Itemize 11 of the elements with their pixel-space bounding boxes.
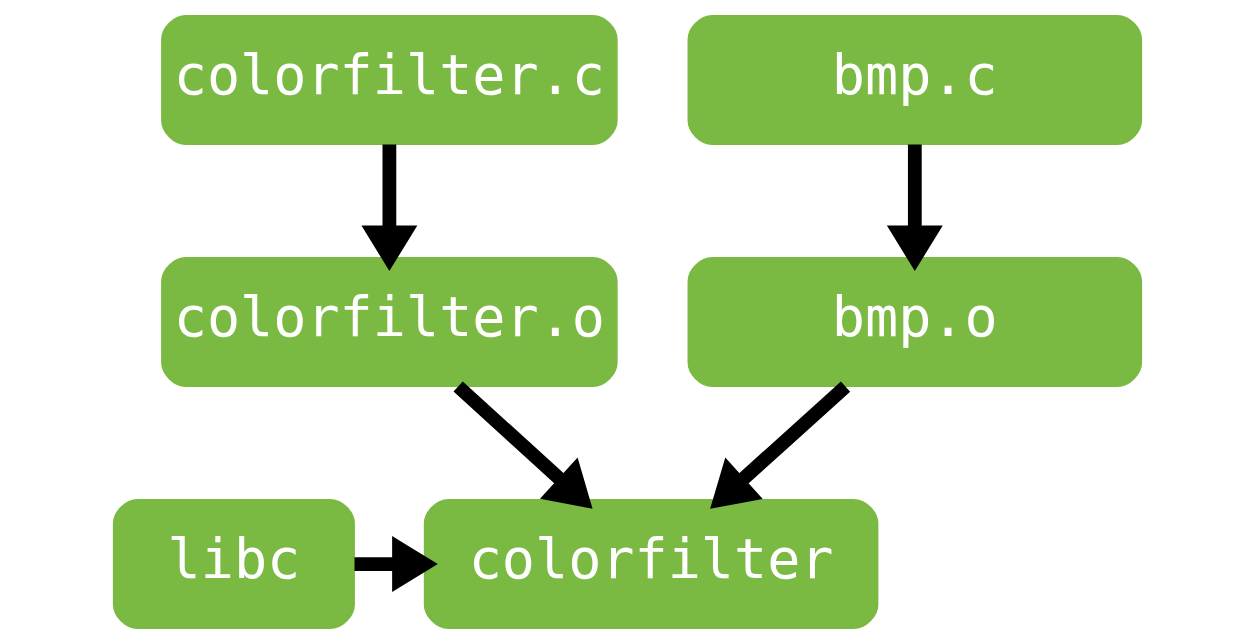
arrow — [709, 381, 850, 509]
node-box: bmp.c — [687, 15, 1142, 145]
node-box: colorfilter.c — [160, 15, 618, 145]
node-box: colorfilter — [423, 499, 878, 629]
arrow — [354, 536, 438, 592]
node-box: colorfilter.o — [160, 257, 618, 387]
arrow — [360, 144, 417, 272]
arrow — [453, 381, 593, 509]
node-box: bmp.o — [687, 257, 1142, 387]
arrow — [886, 144, 943, 272]
node-box: libc — [112, 499, 355, 629]
